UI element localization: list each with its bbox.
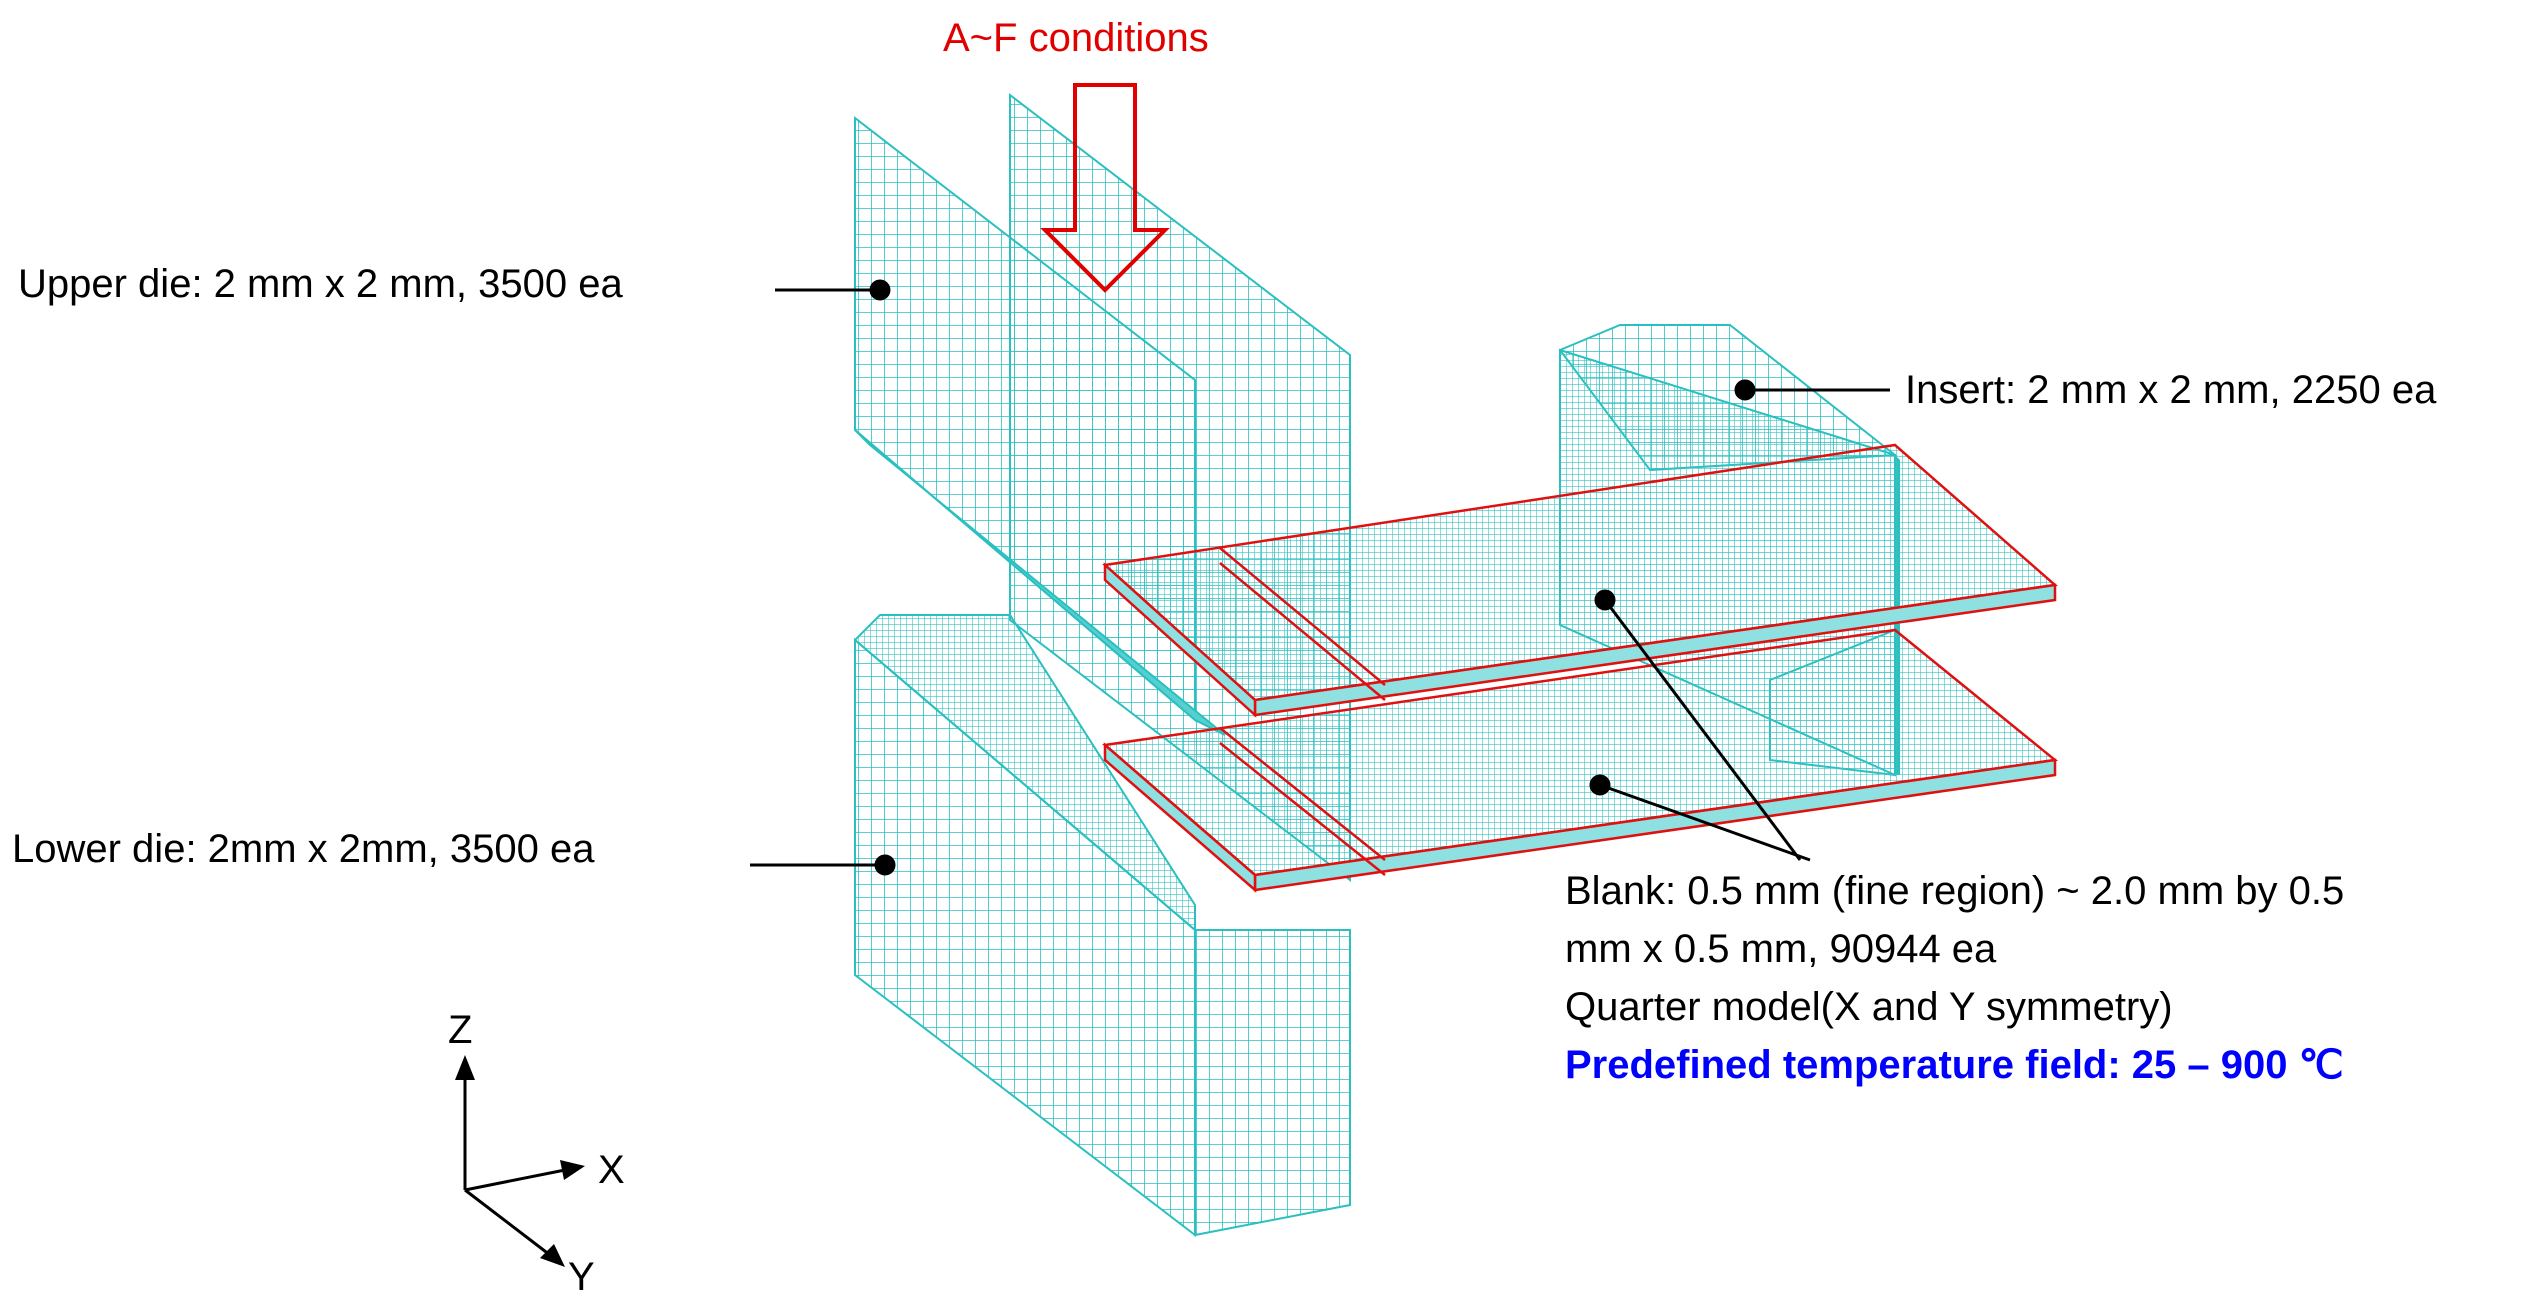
x-axis <box>464 1168 566 1192</box>
blank-upper-left <box>1103 562 1257 718</box>
blank-lower <box>1102 628 2059 893</box>
x-axis-label: X <box>598 1148 625 1192</box>
z-axis-label: Z <box>448 1008 473 1052</box>
blank-line-4: Predefined temperature field: 25 – 900 ℃ <box>1565 1043 2344 1087</box>
upper-die-label: Upper die: 2 mm x 2 mm, 3500 ea <box>18 262 623 306</box>
blank-upper <box>1102 443 2058 718</box>
blank-line-3: Quarter model(X and Y symmetry) <box>1565 985 2173 1029</box>
blank-description: Blank: 0.5 mm (fine region) ~ 2.0 mm by … <box>1565 862 2344 1094</box>
x-axis-arrowhead <box>560 1160 585 1180</box>
leader-blank-upper <box>1603 599 1802 861</box>
lower-die-back-plate <box>1194 929 1351 1237</box>
coordinate-axes <box>455 1055 585 1267</box>
insert-label: Insert: 2 mm x 2 mm, 2250 ea <box>1905 368 2437 412</box>
leader-insert-dot <box>1734 379 1756 401</box>
blank-upper-fine-region-edge <box>1219 547 1386 686</box>
leader-blank-lower <box>1599 783 1811 862</box>
leader-lines <box>750 279 1890 876</box>
y-axis-arrowhead <box>540 1244 565 1267</box>
blank-line-1: Blank: 0.5 mm (fine region) ~ 2.0 mm by … <box>1565 869 2345 913</box>
leader-lower-die-dot <box>874 854 896 876</box>
blank-lower-fine-region-edge2 <box>1219 742 1386 876</box>
leader-blank-lower-dot <box>1589 774 1611 796</box>
leader-upper-die-dot <box>869 279 891 301</box>
y-axis-label: Y <box>568 1255 595 1299</box>
lower-die-label: Lower die: 2mm x 2mm, 3500 ea <box>12 827 595 871</box>
leader-blank-upper-dot <box>1594 589 1616 611</box>
conditions-label: A~F conditions <box>943 16 1209 60</box>
lower-die-fillet <box>853 614 1196 933</box>
lower-die <box>853 614 1351 1238</box>
blank-lower-left <box>1103 742 1257 893</box>
z-axis-arrowhead <box>455 1055 475 1080</box>
y-axis <box>464 1188 551 1257</box>
blank-lower-fine-region-edge <box>1219 727 1386 861</box>
blank-upper-fine-region-edge2 <box>1219 562 1386 701</box>
blank-line-2: mm x 0.5 mm, 90944 ea <box>1565 927 1997 971</box>
load-arrow <box>1040 83 1170 293</box>
